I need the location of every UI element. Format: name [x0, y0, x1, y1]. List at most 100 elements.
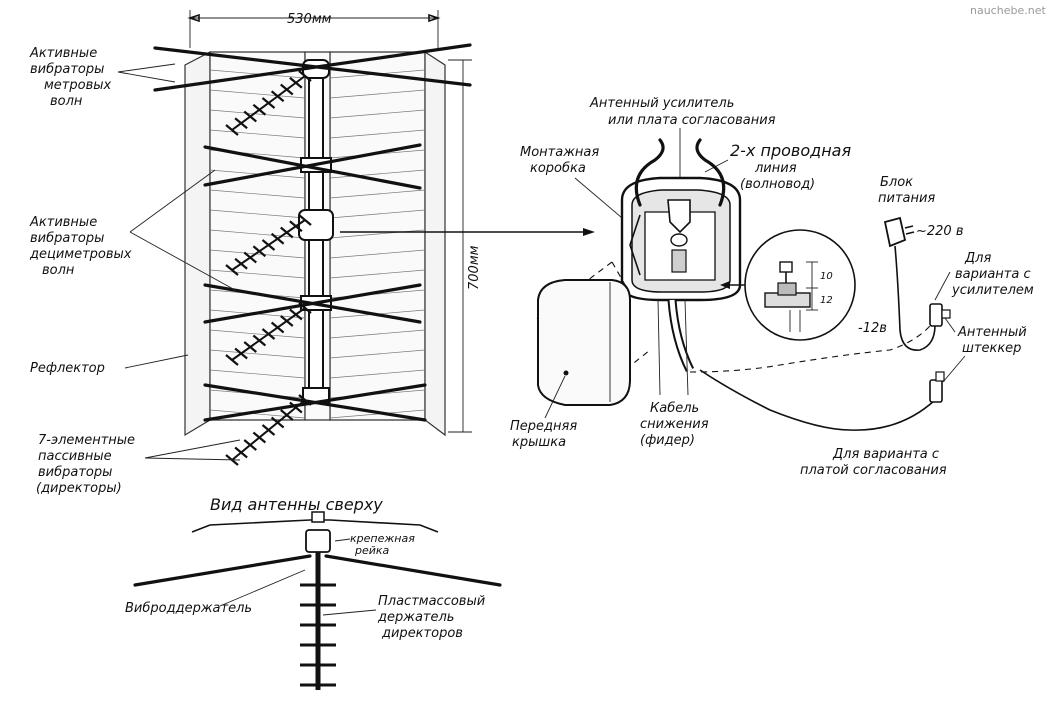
svg-text:Антенный усилитель: Антенный усилитель: [589, 96, 734, 111]
director-element: [270, 232, 285, 245]
reflector-rod: [329, 169, 426, 179]
director-element: [261, 424, 276, 436]
leader-lines-left: [117, 63, 241, 461]
svg-text:(фидер): (фидер): [640, 433, 695, 448]
reflector-rod: [209, 249, 306, 259]
label-antenna-plug: Антенный штеккер: [957, 325, 1027, 356]
label-amp-variant: Для варианта с усилителем: [951, 251, 1034, 298]
director-element: [261, 328, 276, 340]
director-element: [243, 110, 257, 123]
director-element: [234, 446, 248, 459]
svg-text:дециметровых: дециметровых: [29, 247, 132, 262]
svg-text:Блок: Блок: [880, 175, 913, 190]
svg-text:штеккер: штеккер: [962, 341, 1021, 356]
label-voltage-dc: -12в: [858, 321, 887, 336]
director-element: [234, 347, 248, 360]
height-dimension: [448, 59, 472, 433]
reflector-rod: [209, 229, 306, 239]
reflector-rod: [329, 189, 426, 199]
label-voltage-ac: ~220 в: [916, 224, 964, 239]
director-element: [298, 302, 312, 314]
reflector-rod: [329, 89, 426, 99]
director-element: [234, 117, 248, 130]
svg-text:или плата согласования: или плата согласования: [608, 113, 776, 128]
label-drop-cable: Кабель снижения (фидер): [640, 401, 709, 448]
svg-text:снижения: снижения: [640, 417, 709, 432]
label-reflector: Рефлектор: [30, 361, 105, 376]
svg-text:Передняя: Передняя: [510, 419, 577, 434]
svg-text:варианта с: варианта с: [955, 267, 1031, 282]
top-view-title: Вид антенны сверху: [210, 495, 383, 514]
director-element: [298, 214, 312, 226]
reflector-rod: [209, 329, 306, 339]
svg-text:Активные: Активные: [29, 46, 97, 61]
svg-text:(директоры): (директоры): [36, 481, 122, 496]
decimeter-vibrators: [203, 143, 427, 422]
svg-text:Активные: Активные: [29, 215, 97, 230]
svg-text:рейка: рейка: [354, 544, 390, 557]
reflector-rod: [209, 369, 306, 379]
drop-cable: [657, 299, 936, 431]
director-element: [280, 83, 294, 96]
width-dimension: [187, 10, 441, 48]
detail-dim-12: 12: [820, 295, 833, 306]
reflector-rod: [209, 209, 306, 219]
top-view: [133, 511, 502, 690]
director-element: [298, 394, 312, 406]
director-element: [289, 401, 303, 414]
label-mount-box: Монтажная коробка: [520, 145, 599, 176]
connection-arrow: [340, 228, 595, 236]
reflector-rod: [209, 129, 306, 139]
reflector-rod: [209, 109, 306, 119]
svg-text:Для: Для: [964, 251, 991, 266]
svg-text:крышка: крышка: [512, 435, 566, 450]
director-element: [289, 308, 303, 321]
svg-text:питания: питания: [878, 191, 935, 206]
director-element: [289, 76, 303, 89]
front-cover: [537, 279, 631, 406]
svg-text:Кабель: Кабель: [650, 401, 699, 416]
antenna-plug-amp: [929, 303, 951, 327]
label-mounting-rail: крепежная рейка: [350, 532, 415, 557]
svg-text:пассивные: пассивные: [38, 449, 112, 464]
reflector-rod: [329, 249, 426, 259]
reflector-rod: [329, 349, 426, 359]
director-element: [252, 103, 267, 116]
director-element: [225, 124, 239, 136]
svg-text:крепежная: крепежная: [350, 532, 415, 545]
svg-text:Пластмассовый: Пластмассовый: [378, 594, 485, 609]
label-vibro-holder: Виброддержатель: [125, 601, 252, 616]
svg-text:коробка: коробка: [530, 161, 586, 176]
director-element: [234, 257, 248, 270]
label-active-decimeter: Активные вибраторы дециметровых волн: [29, 215, 132, 278]
reflector-rod: [329, 369, 426, 379]
meter-wave-vibrators: [153, 43, 472, 92]
director-element: [261, 239, 276, 251]
reflector-rod: [329, 129, 426, 139]
director-element: [298, 70, 312, 82]
director-element: [252, 431, 267, 444]
label-two-wire-line: 2-х проводная линия (волновод): [730, 141, 851, 192]
svg-text:Монтажная: Монтажная: [520, 145, 599, 160]
watermark: nauchebe.net: [970, 4, 1046, 17]
director-element: [225, 264, 239, 276]
svg-text:директоров: директоров: [381, 626, 463, 641]
reflector-rod: [329, 209, 426, 219]
reflector-rod: [209, 89, 306, 99]
director-element: [252, 334, 267, 347]
director-element: [243, 251, 257, 264]
svg-text:Антенный: Антенный: [957, 325, 1027, 340]
director-element: [270, 90, 285, 103]
director-element: [243, 341, 257, 353]
svg-text:вибраторы: вибраторы: [38, 465, 112, 480]
svg-text:метровых: метровых: [44, 78, 112, 93]
svg-text:вибраторы: вибраторы: [30, 62, 104, 77]
svg-text:Для варианта с: Для варианта с: [832, 447, 939, 462]
reflector-rod: [209, 269, 306, 279]
detail-magnifier: [720, 229, 856, 341]
director-element: [270, 416, 285, 429]
svg-text:волн: волн: [50, 94, 83, 109]
label-directors: 7-элементные пассивные вибраторы (директ…: [36, 433, 135, 496]
